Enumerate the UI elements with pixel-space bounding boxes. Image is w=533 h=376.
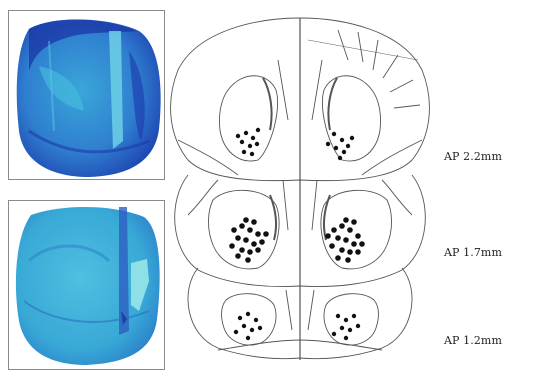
stained-section-photo-bottom bbox=[8, 200, 165, 370]
stained-section-top-image bbox=[9, 11, 164, 179]
injection-site-markers bbox=[229, 128, 365, 340]
ap-label-2-2mm: AP 2.2mm bbox=[444, 150, 502, 163]
ap-label-1-2mm: AP 1.2mm bbox=[444, 334, 502, 347]
stained-section-bottom-image bbox=[9, 201, 164, 369]
stained-section-photo-top bbox=[8, 10, 165, 180]
ap-label-1-7mm: AP 1.7mm bbox=[444, 246, 502, 259]
brain-atlas-diagram bbox=[158, 0, 448, 376]
